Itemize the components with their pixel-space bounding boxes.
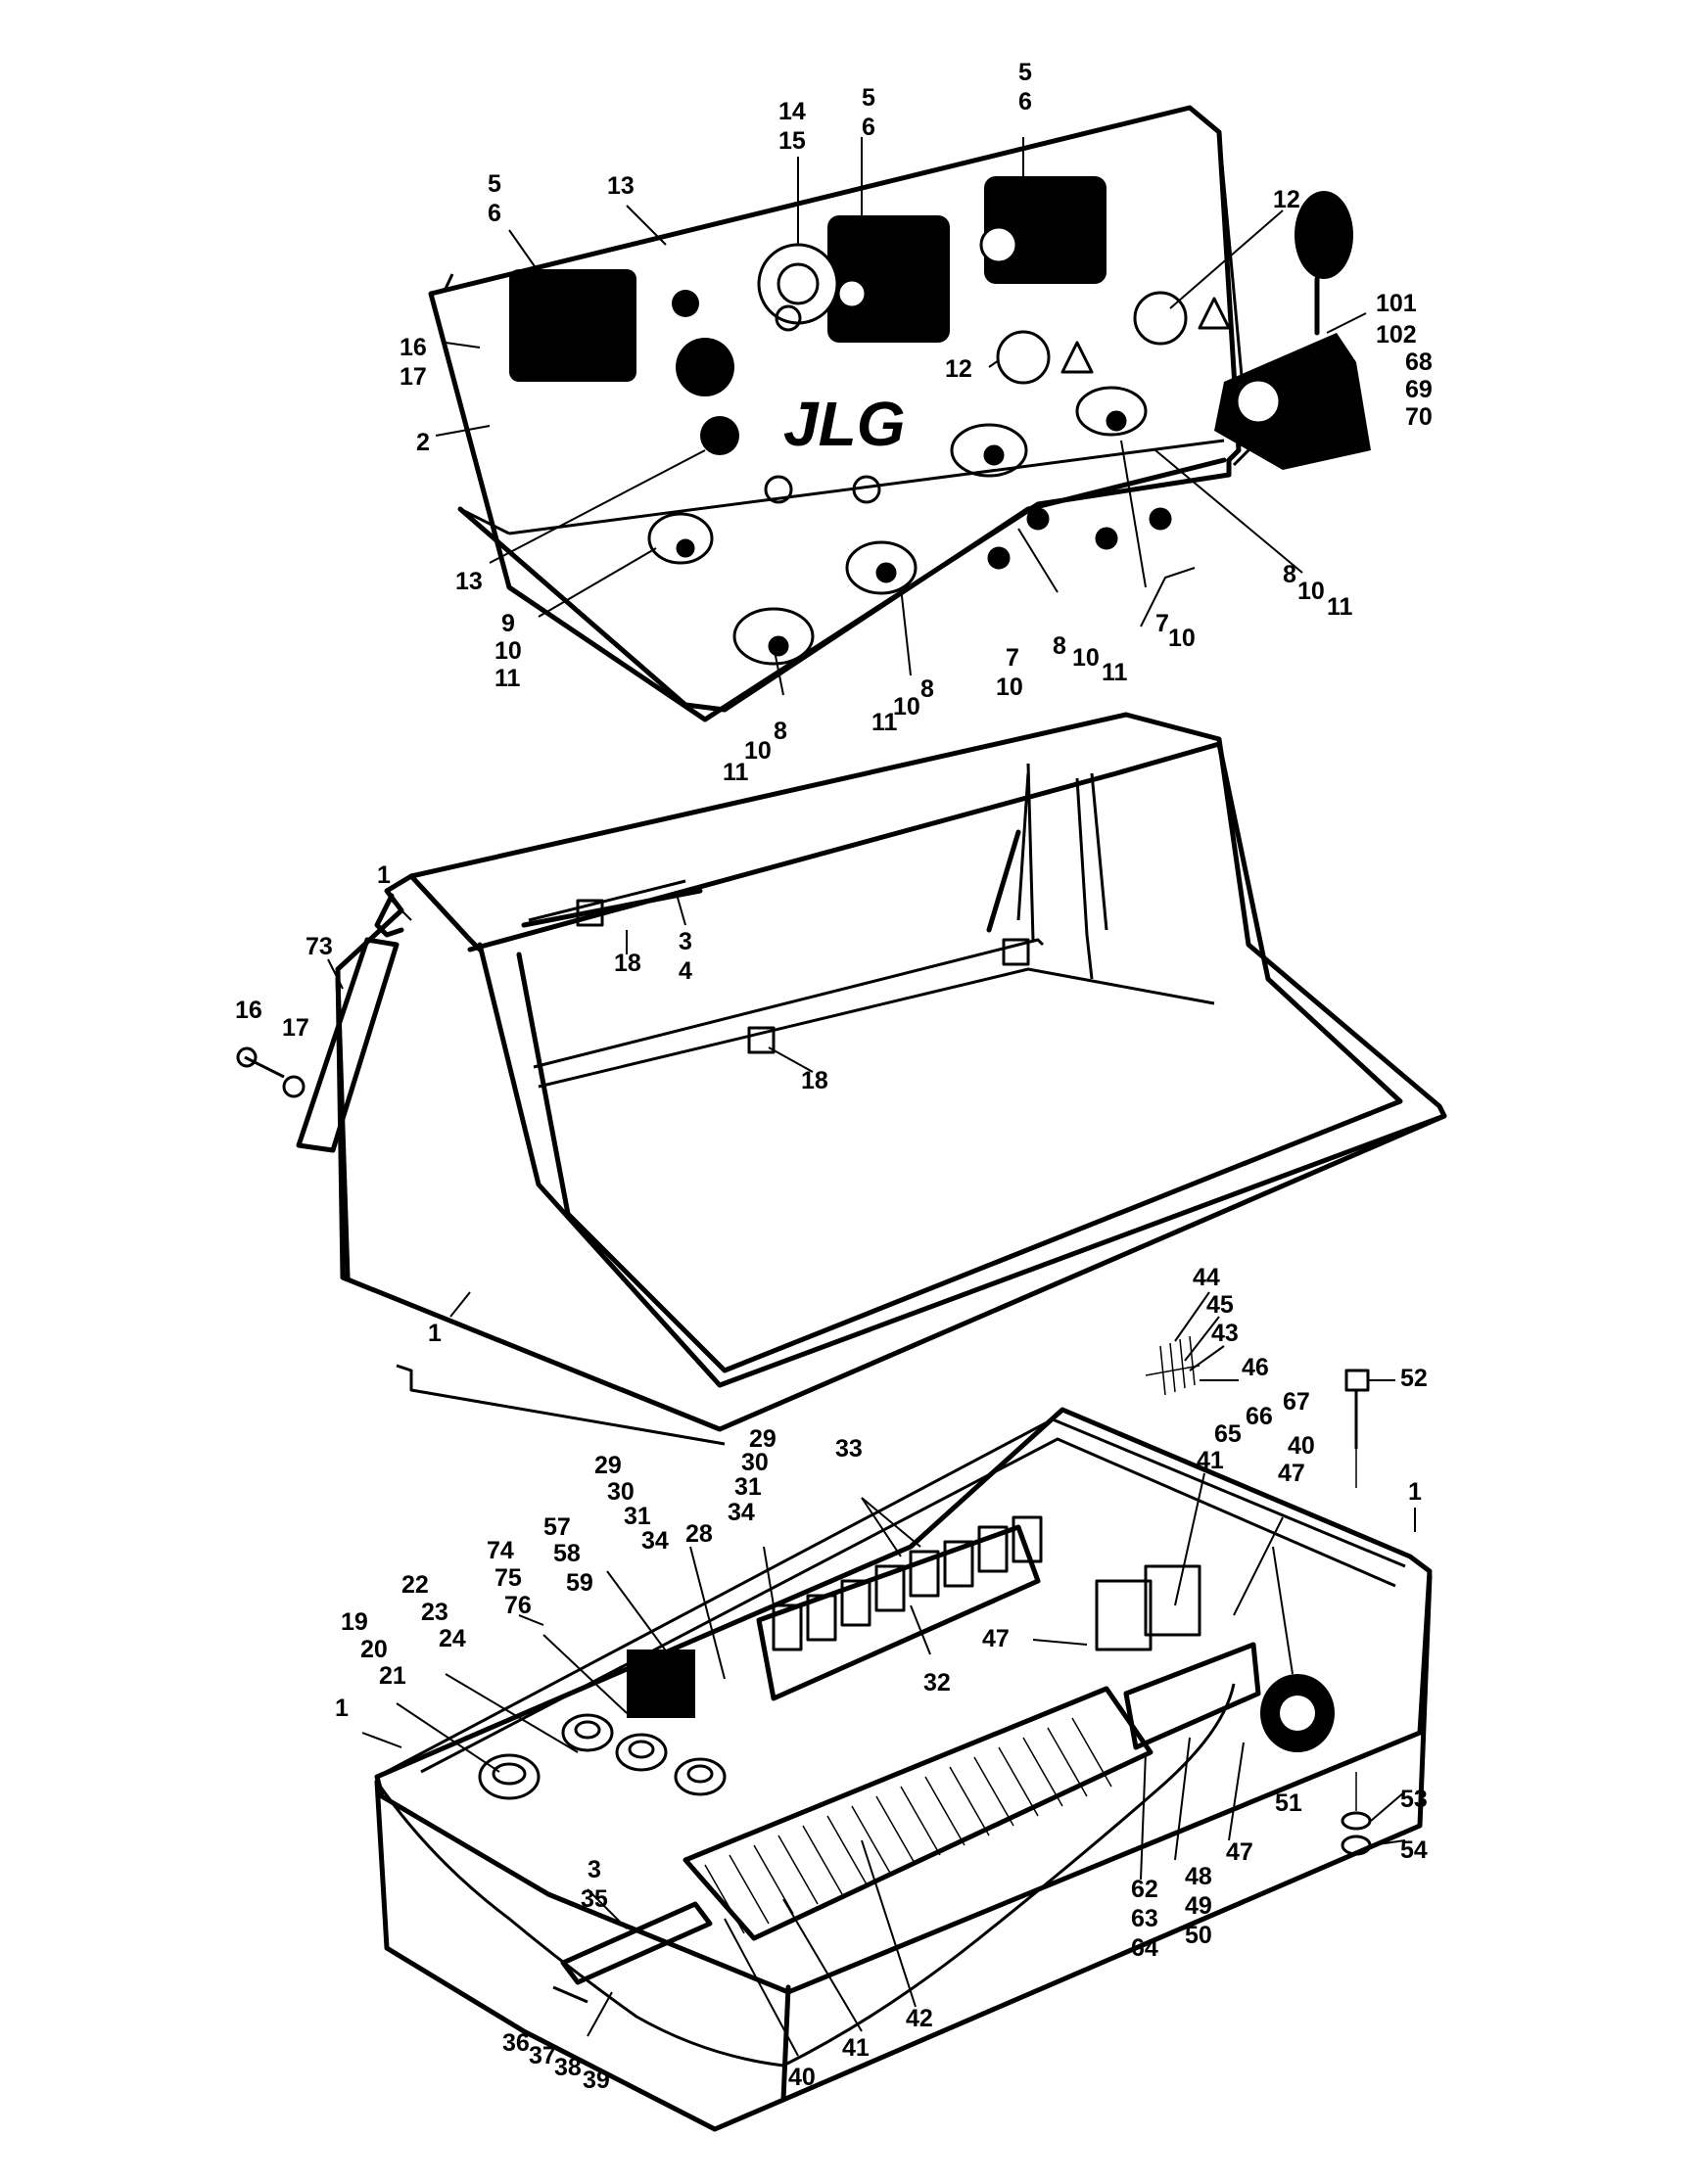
warning-triangle-icon [1198, 297, 1231, 330]
callout-28: 28 [685, 1520, 713, 1548]
callout-33: 33 [835, 1435, 863, 1463]
callout-52: 52 [1400, 1365, 1428, 1392]
terminal-strip [683, 1686, 1154, 1941]
cable-glands [478, 1713, 727, 1800]
callout-1: 1 [377, 861, 391, 889]
callout-1: 1 [428, 1320, 442, 1347]
joystick-controller [1214, 333, 1371, 470]
washer-53 [1341, 1811, 1372, 1831]
relay-module-row [756, 1524, 1041, 1701]
callout-1: 1 [1408, 1478, 1422, 1506]
bracket-18 [747, 1026, 776, 1054]
warning-triangle-icon [1060, 341, 1094, 374]
callout-44: 44 [1193, 1264, 1220, 1291]
callout-40: 40 [788, 2064, 816, 2091]
callout-13: 13 [607, 172, 635, 200]
callout-46: 46 [1242, 1354, 1269, 1381]
callout-42: 42 [906, 2005, 933, 2032]
hinge-bar [521, 888, 703, 928]
din-rail [560, 1901, 713, 1985]
callout-47: 47 [1226, 1838, 1253, 1866]
callout-2: 2 [416, 429, 430, 456]
control-box-housing [236, 712, 1447, 1446]
callout-54: 54 [1400, 1836, 1428, 1864]
callout-1: 1 [335, 1695, 349, 1722]
jumper-set [1145, 1335, 1201, 1396]
nut-54 [1341, 1835, 1372, 1856]
callout-73: 73 [306, 933, 333, 960]
jlg-logo: JLG [783, 389, 905, 459]
callout-12: 12 [945, 355, 972, 383]
callout-53: 53 [1400, 1786, 1428, 1813]
control-switch-box-center [827, 215, 950, 343]
control-switch-box-left [509, 269, 636, 382]
bracket-73 [296, 937, 400, 1153]
callout-36-39: 36373839 [502, 2029, 610, 2094]
callout-7-10: 710 [1155, 610, 1196, 652]
control-panel-illustration: JLG [428, 105, 1371, 722]
relay [1095, 1579, 1153, 1651]
leader-lines [327, 137, 1416, 2057]
callout-16: 16 [235, 997, 262, 1024]
callout-47: 47 [982, 1625, 1010, 1652]
bolt-52 [1344, 1369, 1370, 1392]
warning-lamp-icon [996, 330, 1051, 385]
callout-8-10-11: 81011 [1283, 561, 1353, 621]
lower-enclosure [374, 1335, 1433, 2132]
callout-13: 13 [455, 568, 483, 595]
circuit-breaker [627, 1650, 695, 1718]
control-switch-box-right [984, 176, 1106, 284]
toggle-switches [647, 304, 1172, 666]
callout-66-67: 6667 [1246, 1388, 1310, 1430]
warning-lamp-icon [1133, 291, 1188, 346]
callout-32: 32 [923, 1669, 951, 1696]
callout-17: 17 [282, 1014, 309, 1042]
callout-12: 12 [1273, 186, 1300, 213]
callout-43: 43 [1211, 1320, 1239, 1347]
callout-51: 51 [1275, 1789, 1302, 1817]
callout-18: 18 [801, 1067, 828, 1094]
callout-41: 41 [842, 2034, 870, 2062]
callout-18: 18 [614, 950, 641, 977]
callout-45: 45 [1206, 1291, 1234, 1319]
relay [1144, 1564, 1201, 1637]
